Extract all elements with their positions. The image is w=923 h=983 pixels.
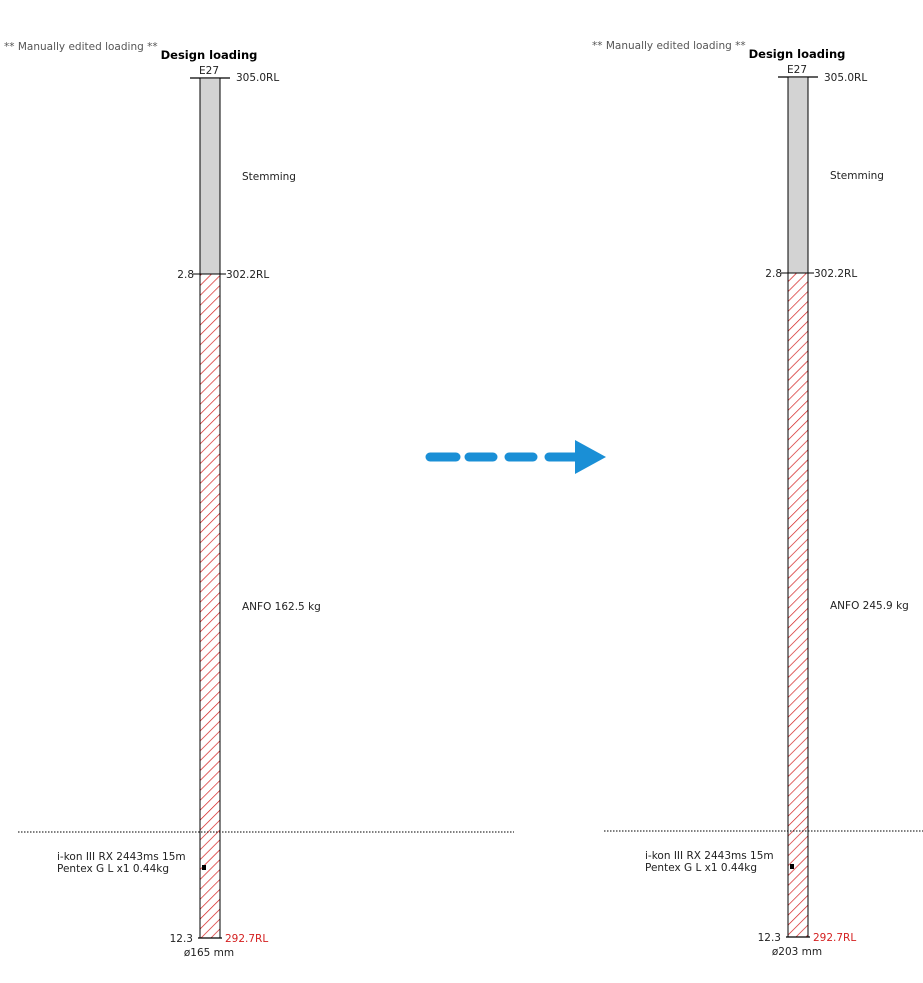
stemming-label: Stemming	[830, 170, 884, 182]
manual-edit-note: ** Manually edited loading **	[4, 41, 158, 53]
hole-column-left: ** Manually edited loading ** Design loa…	[4, 41, 514, 959]
dashed-right-arrow-icon	[425, 440, 606, 474]
stemming-rl: 302.2RL	[814, 268, 857, 280]
design-loading-title: Design loading	[161, 48, 258, 62]
primer-line-1: i-kon III RX 2443ms 15m	[57, 851, 186, 863]
hole-diameter: ø165 mm	[184, 947, 234, 959]
stemming-depth: 2.8	[177, 269, 194, 281]
toe-depth: 12.3	[758, 932, 781, 944]
explosive-deck	[787, 272, 809, 938]
primer-line-1: i-kon III RX 2443ms 15m	[645, 850, 774, 862]
hole-id: E27	[199, 65, 219, 77]
explosive-label: ANFO 245.9 kg	[830, 600, 909, 612]
stemming-deck	[199, 77, 221, 275]
hole-column-right: ** Manually edited loading ** Design loa…	[592, 40, 923, 958]
primer-line-2: Pentex G L x1 0.44kg	[645, 862, 757, 874]
stemming-label: Stemming	[242, 171, 296, 183]
toe-depth: 12.3	[170, 933, 193, 945]
stemming-deck	[787, 76, 809, 274]
collar-rl: 305.0RL	[824, 72, 867, 84]
manual-edit-note: ** Manually edited loading **	[592, 40, 746, 52]
toe-rl: 292.7RL	[813, 932, 856, 944]
hole-id: E27	[787, 64, 807, 76]
collar-rl: 305.0RL	[236, 72, 279, 84]
stemming-rl: 302.2RL	[226, 269, 269, 281]
explosive-label: ANFO 162.5 kg	[242, 601, 321, 613]
primer-marker	[202, 865, 206, 870]
primer-marker	[790, 864, 794, 869]
explosive-deck	[199, 273, 221, 939]
toe-rl: 292.7RL	[225, 933, 268, 945]
design-loading-title: Design loading	[749, 47, 846, 61]
stemming-depth: 2.8	[765, 268, 782, 280]
primer-line-2: Pentex G L x1 0.44kg	[57, 863, 169, 875]
hole-diameter: ø203 mm	[772, 946, 822, 958]
